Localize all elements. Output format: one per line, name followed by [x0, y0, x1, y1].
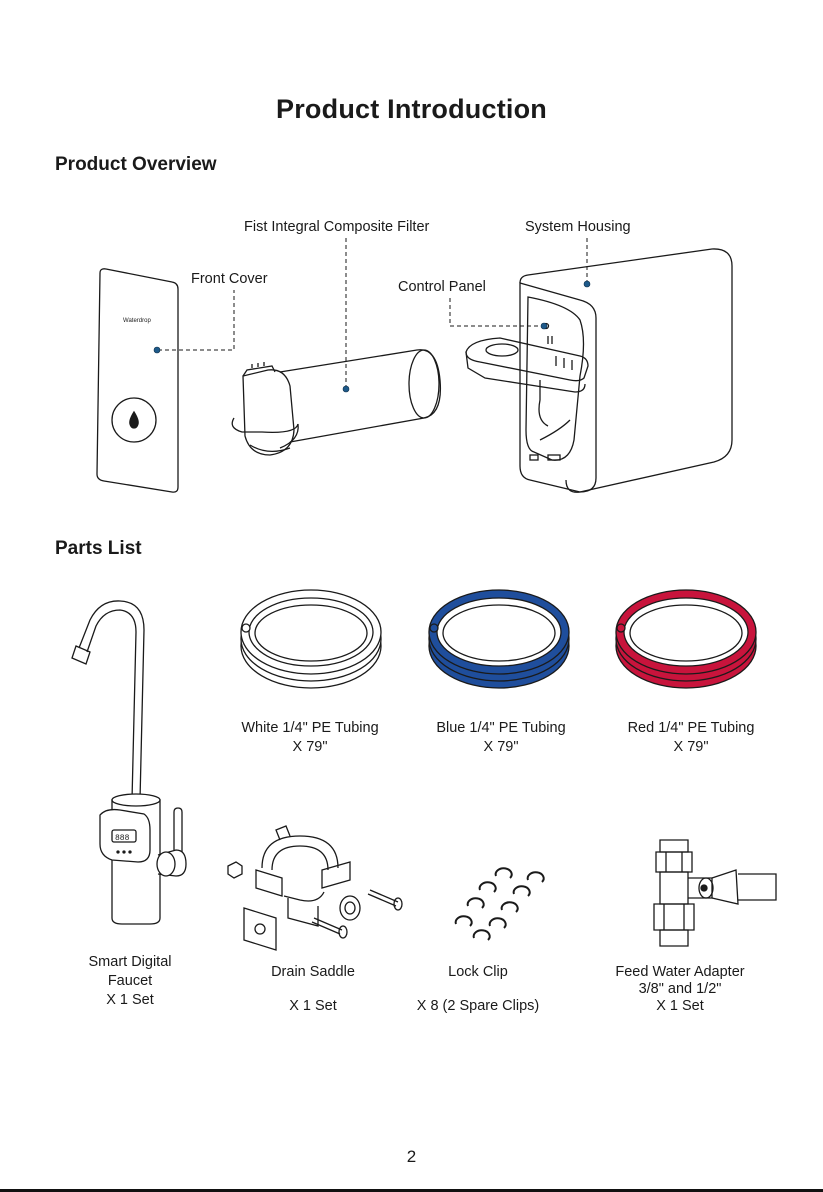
- part-name: Lock Clip: [448, 964, 508, 980]
- part-blue-tubing: Blue 1/4" PE Tubing X 79": [408, 719, 594, 757]
- part-qty: X 1 Set: [289, 998, 337, 1014]
- part-qty: X 79": [673, 739, 709, 755]
- faucet-illustration: 888: [71, 600, 187, 925]
- part-white-tubing: White 1/4" PE Tubing X 79": [217, 719, 403, 757]
- part-name: Blue 1/4" PE Tubing: [436, 720, 566, 736]
- svg-text:888: 888: [115, 834, 130, 843]
- part-name: Red 1/4" PE Tubing: [627, 720, 755, 736]
- callout-dot-control-panel: [540, 322, 548, 330]
- drain-saddle-illustration: [227, 825, 403, 951]
- part-qty: X 79": [483, 739, 519, 755]
- part-name: White 1/4" PE Tubing: [241, 720, 379, 736]
- callout-filter-label: Fist Integral Composite Filter: [244, 219, 430, 235]
- blue-tubing-coil: [428, 589, 570, 689]
- part-drain-saddle: Drain Saddle X 1 Set: [238, 963, 388, 1016]
- front-cover-illustration: Waterdrop: [96, 268, 179, 493]
- part-name: Smart Digital: [88, 954, 172, 970]
- callout-housing-label: System Housing: [525, 219, 631, 235]
- part-faucet: Smart Digital Faucet X 1 Set: [70, 953, 190, 1010]
- callout-dot-front-cover: [153, 346, 161, 354]
- part-lock-clip: Lock Clip X 8 (2 Spare Clips): [398, 963, 558, 1016]
- section-heading-overview: Product Overview: [55, 154, 217, 175]
- feed-water-adapter-illustration: [653, 839, 777, 947]
- part-name-line2: Faucet: [107, 973, 153, 989]
- brand-logo: Waterdrop: [123, 318, 151, 324]
- part-name: Drain Saddle: [271, 964, 355, 980]
- section-heading-parts: Parts List: [55, 538, 142, 559]
- page-number: 2: [406, 1147, 417, 1166]
- filter-illustration: [231, 349, 442, 456]
- part-feed-water-adapter: Feed Water Adapter 3/8" and 1/2" X 1 Set: [600, 963, 760, 1016]
- part-name-line2: 3/8" and 1/2": [638, 981, 722, 997]
- part-qty: X 1 Set: [656, 998, 704, 1014]
- lock-clips-illustration: [454, 867, 545, 941]
- part-qty: X 8 (2 Spare Clips): [416, 998, 540, 1014]
- callout-front-cover-label: Front Cover: [191, 271, 268, 287]
- callout-dot-housing: [583, 280, 591, 288]
- part-qty: X 1 Set: [106, 992, 154, 1008]
- part-qty: X 79": [292, 739, 328, 755]
- callout-control-panel-label: Control Panel: [398, 279, 486, 295]
- callout-dot-filter: [342, 385, 350, 393]
- part-red-tubing: Red 1/4" PE Tubing X 79": [598, 719, 784, 757]
- page-title: Product Introduction: [276, 94, 547, 124]
- housing-illustration: [465, 248, 733, 493]
- white-tubing-coil: [240, 589, 382, 689]
- part-name: Feed Water Adapter: [615, 964, 745, 980]
- bottom-rule: [0, 1189, 823, 1192]
- red-tubing-coil: [615, 589, 757, 689]
